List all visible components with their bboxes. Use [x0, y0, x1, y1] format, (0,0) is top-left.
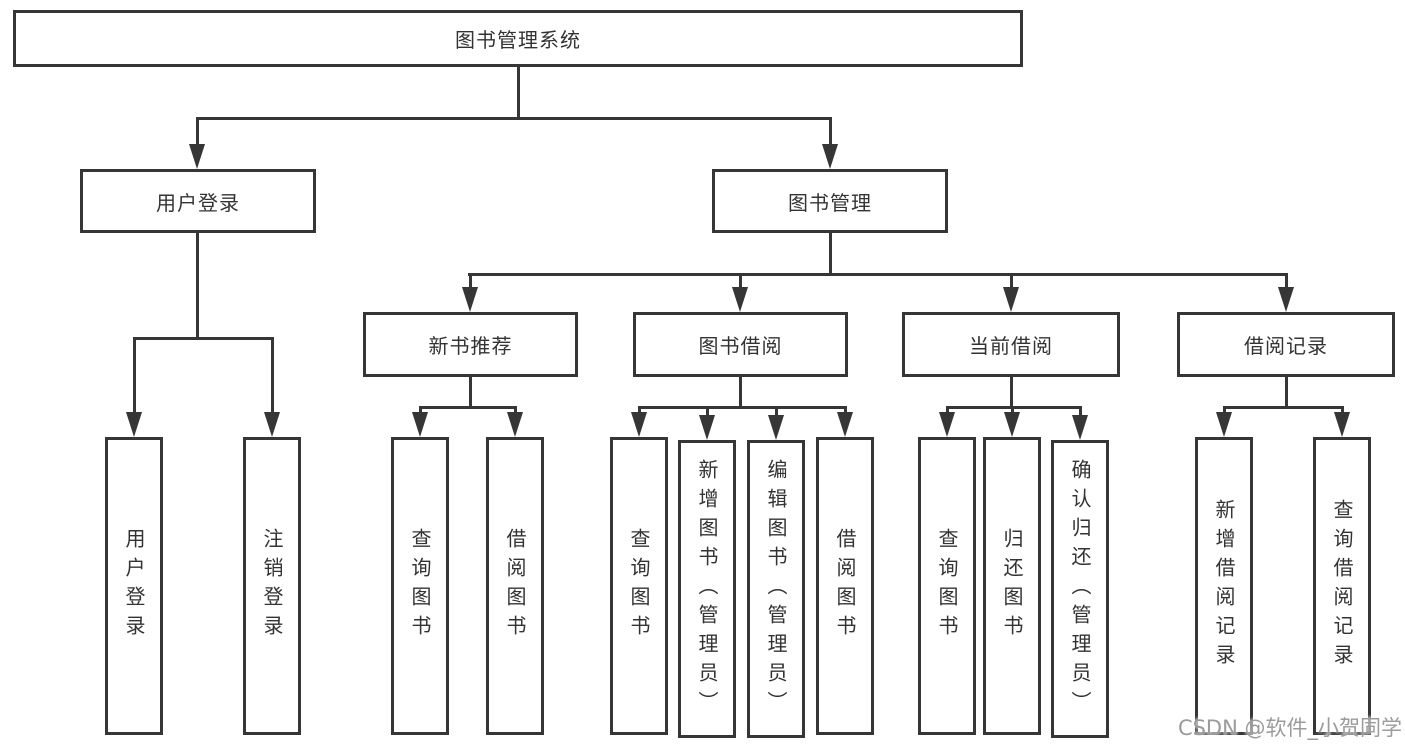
leaf-borrow-book-newrec: 借阅图书 [486, 437, 544, 735]
node-label: 借阅图书 [833, 528, 857, 644]
node-label: 图书管理系统 [455, 28, 581, 52]
connector-line [419, 406, 516, 409]
leaf-confirm-return-admin: 确认归还（管理员） [1051, 440, 1109, 738]
leaf-query-book-borrow: 查询图书 [610, 437, 668, 735]
leaf-logout: 注销登录 [243, 437, 301, 735]
node-user-login: 用户登录 [80, 169, 316, 233]
leaf-return-book: 归还图书 [983, 437, 1041, 735]
connector-line [1223, 406, 1343, 409]
arrowhead [1334, 412, 1350, 437]
node-book-borrow: 图书借阅 [633, 312, 848, 377]
connector-line [829, 117, 832, 146]
connector-line [1285, 376, 1288, 409]
node-label: 查询图书 [935, 528, 959, 644]
arrowhead [822, 144, 838, 169]
connector-line [419, 406, 422, 414]
node-borrow-records: 借阅记录 [1177, 312, 1395, 377]
node-label: 新增借阅记录 [1212, 499, 1236, 673]
arrowhead [126, 412, 142, 437]
node-label: 查询借阅记录 [1330, 499, 1354, 673]
node-label: 编辑图书（管理员） [764, 458, 788, 720]
connector-line [469, 376, 472, 409]
node-new-book-recommend: 新书推荐 [363, 312, 578, 377]
connector-line [1341, 406, 1344, 414]
arrowhead [631, 412, 647, 437]
node-label: 图书管理 [788, 190, 872, 215]
leaf-query-borrow-record: 查询借阅记录 [1313, 437, 1371, 735]
node-label: 归还图书 [1000, 528, 1024, 644]
leaf-query-book-current: 查询图书 [918, 437, 976, 735]
connector-line [468, 273, 1287, 276]
arrowhead [264, 412, 280, 437]
node-label: 新书推荐 [428, 334, 513, 358]
node-label: 借阅记录 [1244, 334, 1328, 358]
arrowhead [189, 144, 205, 169]
arrowhead [939, 412, 955, 437]
leaf-edit-book-admin: 编辑图书（管理员） [747, 440, 805, 738]
connector-line [133, 337, 274, 340]
node-label: 借阅图书 [503, 528, 527, 644]
connector-line [1285, 273, 1288, 289]
leaf-add-book-admin: 新增图书（管理员） [678, 440, 736, 738]
leaf-query-book-newrec: 查询图书 [391, 437, 449, 735]
arrowhead [1072, 415, 1088, 440]
node-label: 新增图书（管理员） [695, 458, 719, 720]
node-label: 注销登录 [260, 528, 284, 644]
arrowhead [462, 287, 478, 312]
connector-line [706, 406, 709, 417]
node-label: 用户登录 [156, 190, 240, 215]
connector-line [1010, 273, 1013, 289]
connector-line [1079, 406, 1082, 417]
connector-line [196, 233, 199, 340]
connector-line [1010, 376, 1013, 409]
arrowhead [837, 412, 853, 437]
node-label: 当前借阅 [969, 334, 1053, 358]
connector-line [775, 406, 778, 417]
watermark: CSDN @软件_小贺同学 [1177, 716, 1402, 740]
connector-line [196, 117, 831, 120]
connector-line [844, 406, 847, 414]
node-current-borrow: 当前借阅 [902, 312, 1120, 377]
node-label: 确认归还（管理员） [1068, 458, 1092, 720]
arrowhead [412, 412, 428, 437]
connector-line [739, 273, 742, 289]
connector-line [1011, 406, 1014, 414]
node-label: 用户登录 [122, 528, 146, 644]
connector-line [829, 233, 832, 276]
arrowhead [1278, 287, 1294, 312]
connector-line [271, 337, 274, 414]
leaf-user-login: 用户登录 [105, 437, 163, 735]
connector-line [196, 117, 199, 146]
connector-line [638, 406, 641, 414]
connector-line [469, 273, 472, 289]
arrowhead [1004, 412, 1020, 437]
node-book-management: 图书管理 [712, 169, 948, 233]
connector-line [514, 406, 517, 414]
node-root: 图书管理系统 [13, 10, 1023, 67]
node-label: 查询图书 [627, 528, 651, 644]
connector-line [1223, 406, 1226, 414]
node-label: 图书借阅 [698, 334, 783, 358]
connector-line [517, 65, 520, 119]
leaf-borrow-book-borrow: 借阅图书 [816, 437, 874, 735]
arrowhead [732, 287, 748, 312]
arrowhead [507, 412, 523, 437]
connector-line [133, 337, 136, 414]
arrowhead [1003, 287, 1019, 312]
arrowhead [768, 415, 784, 440]
connector-line [946, 406, 949, 414]
node-label: 查询图书 [408, 528, 432, 644]
connector-line [739, 376, 742, 409]
arrowhead [699, 415, 715, 440]
leaf-add-borrow-record: 新增借阅记录 [1195, 437, 1253, 735]
arrowhead [1216, 412, 1232, 437]
connector-line [638, 406, 846, 409]
